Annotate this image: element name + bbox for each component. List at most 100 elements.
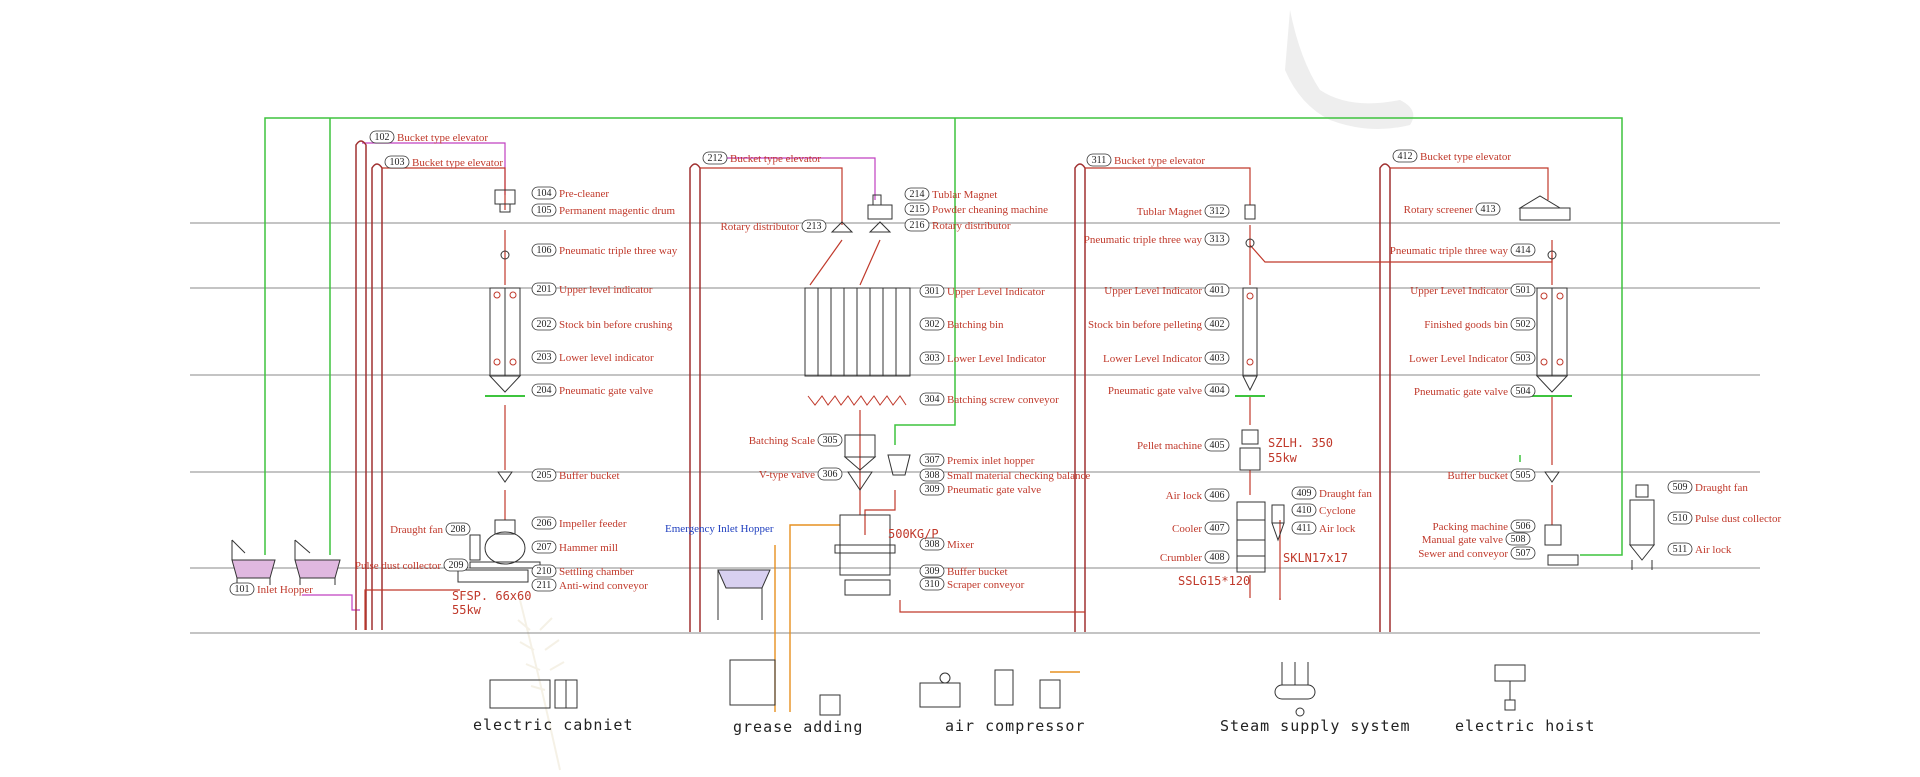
label-text: Upper level indicator — [559, 284, 653, 296]
label-number: 215 — [910, 204, 925, 215]
label-number: 406 — [1210, 490, 1225, 501]
label-text: V-type valve — [759, 469, 815, 481]
label-text: Anti-wind conveyor — [559, 580, 648, 592]
label-number-badge — [443, 558, 469, 572]
label-number: 407 — [1210, 523, 1225, 534]
label-number-badge — [384, 155, 410, 169]
label-text: Impeller feeder — [559, 518, 627, 530]
label-text: Upper Level Indicator — [1104, 285, 1202, 297]
grease-tank-icon — [729, 659, 841, 716]
label-text: Hammer mill — [559, 542, 618, 554]
label-text: Pneumatic gate valve — [559, 385, 653, 397]
label-number: 308 — [925, 470, 940, 481]
label-number-badge — [1392, 149, 1418, 163]
label-number-badge — [445, 522, 471, 536]
label-number-badge — [919, 537, 945, 551]
label-text: Draught fan — [1695, 482, 1748, 494]
label-number-badge — [1204, 232, 1230, 246]
label-text: Crumbler — [1160, 552, 1202, 564]
label-text: Packing machine — [1433, 521, 1509, 533]
v-type-valve-icon — [847, 471, 873, 491]
label-number-badge — [1291, 503, 1317, 517]
label-text: Manual gate valve — [1422, 534, 1503, 546]
label-text: Buffer bucket — [947, 566, 1008, 578]
label-number-badge — [531, 317, 557, 331]
label-text: Bucket type elevator — [1114, 155, 1205, 167]
label-number-badge — [531, 468, 557, 482]
label-number-badge — [1204, 351, 1230, 365]
label-201: 201 Upper level indicator — [531, 282, 653, 296]
mixer-icon — [834, 514, 896, 596]
label-text: Inlet Hopper — [257, 584, 313, 596]
label-number-badge — [1510, 546, 1536, 560]
label-number: 402 — [1210, 319, 1225, 330]
pulse-dust-collector-510-icon — [1628, 499, 1656, 570]
label-number-badge — [702, 151, 728, 165]
label-number-badge — [531, 350, 557, 364]
label-number-badge — [1086, 153, 1112, 167]
label-text: Upper Level Indicator — [947, 286, 1045, 298]
label-number-badge — [1204, 488, 1230, 502]
steam-supply-label: Steam supply system — [1220, 717, 1411, 735]
label-number-badge — [1510, 317, 1536, 331]
electric-hoist-icon — [1494, 664, 1526, 711]
label-number: 412 — [1398, 151, 1413, 162]
label-text: Air lock — [1166, 490, 1203, 502]
label-number-badge — [919, 577, 945, 591]
label-number: 309 — [925, 566, 940, 577]
label-number: 305 — [823, 435, 838, 446]
label-number: 203 — [537, 352, 552, 363]
label-number-badge — [1204, 283, 1230, 297]
emergency-hopper-label: Emergency Inlet Hopper — [665, 523, 774, 535]
label-text: Pneumatic gate valve — [1108, 385, 1202, 397]
label-text: Sewer and conveyor — [1418, 548, 1508, 560]
label-text: Draught fan — [1319, 488, 1372, 500]
label-306: 306 V-type valve — [759, 467, 843, 481]
cyclone-icon — [1271, 504, 1285, 542]
settling-chamber-icon — [457, 569, 529, 583]
label-text: Tublar Magnet — [932, 189, 997, 201]
steam-supply-icon — [1274, 662, 1316, 717]
label-number-badge — [919, 482, 945, 496]
packing-machine-icon — [1544, 524, 1579, 566]
triple-way-414-icon — [1547, 250, 1557, 260]
label-number-badge — [1505, 532, 1531, 546]
finished-goods-bin-icon — [1535, 287, 1569, 393]
label-number: 302 — [925, 319, 940, 330]
stock-bin-pelleting-icon — [1242, 287, 1258, 392]
label-text: Air lock — [1319, 523, 1356, 535]
label-number: 204 — [537, 385, 552, 396]
label-number-badge — [1510, 519, 1536, 533]
electric-cabinet-label: electric cabniet — [473, 716, 634, 734]
label-text: Pellet machine — [1137, 440, 1202, 452]
label-text: Lower Level Indicator — [947, 353, 1046, 365]
label-number: 201 — [537, 284, 552, 295]
pellet-machine-icon — [1239, 429, 1261, 471]
label-number: 306 — [823, 469, 838, 480]
label-text: Tublar Magnet — [1137, 206, 1202, 218]
batching-scale-icon — [843, 434, 877, 471]
electric-cabinet-icon — [489, 679, 578, 709]
label-number-badge — [1667, 480, 1693, 494]
cooler-model: SSLG15*120 — [1178, 574, 1250, 588]
label-text: Settling chamber — [559, 566, 634, 578]
label-text: Pneumatic triple three way — [559, 245, 678, 257]
emergency-hopper-icon — [717, 569, 771, 620]
label-text: Draught fan — [390, 524, 443, 536]
